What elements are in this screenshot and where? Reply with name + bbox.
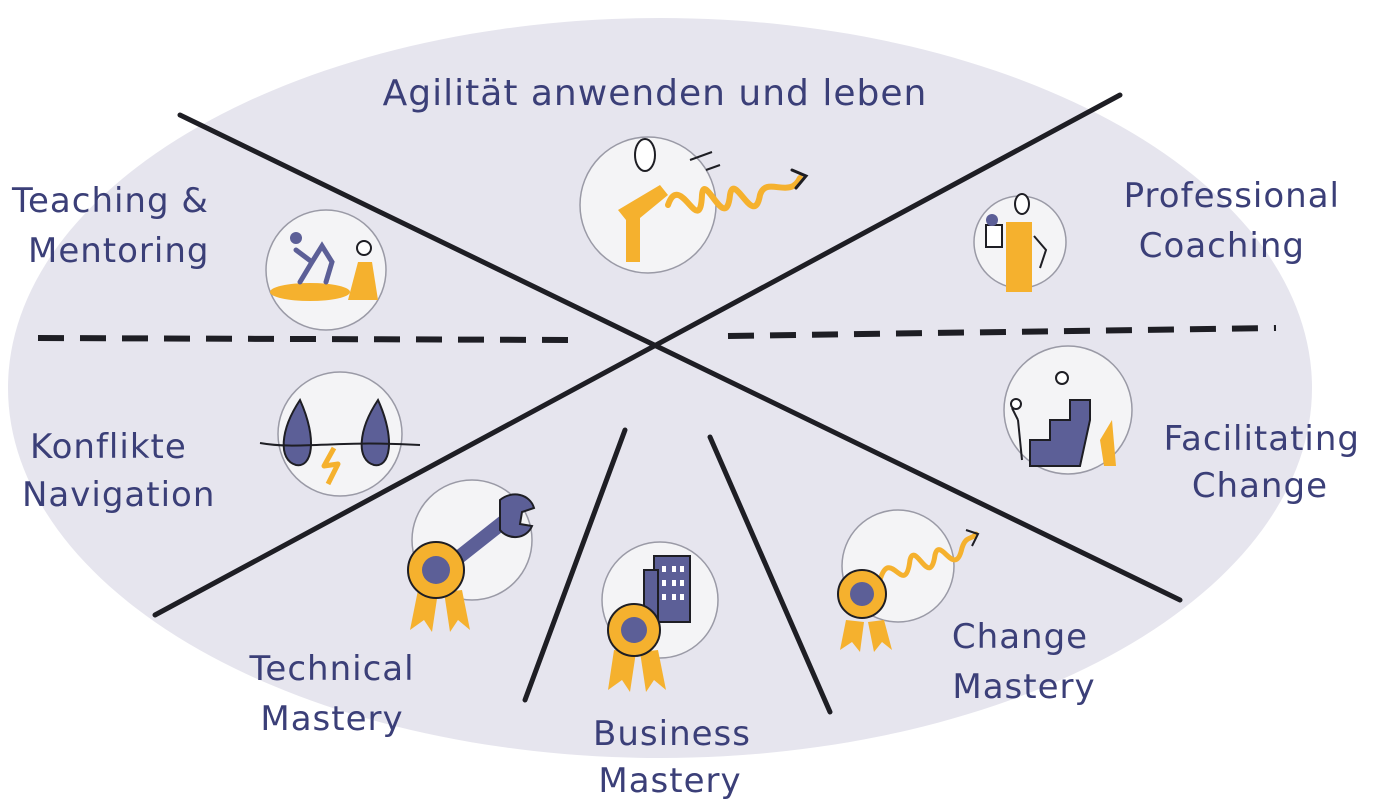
agile-person-spiral-icon (579, 136, 809, 274)
label-konflikte-line2: Navigation (22, 475, 215, 515)
label-teaching-line2: Mentoring (28, 231, 210, 271)
coach-clipboard-icon (973, 193, 1067, 292)
label-professional-line2: Coaching (1139, 226, 1305, 266)
divider-line-center-left (522, 427, 628, 703)
label-technical-line1: Technical (248, 649, 414, 689)
label-teaching-line1: Teaching & (11, 181, 209, 221)
divider-line-upper-right (152, 92, 1123, 618)
label-business-line2: Mastery (598, 761, 741, 801)
divider-line-upper-left (177, 112, 1183, 603)
label-facilitating-line2: Change (1192, 466, 1328, 506)
conflict-drops-icon (259, 371, 421, 497)
label-konflikte-line1: Konflikte (30, 427, 187, 467)
label-technical-line2: Mastery (260, 699, 403, 739)
label-facilitating-line1: Facilitating (1164, 419, 1360, 459)
background-ellipse (8, 18, 1312, 758)
dashed-line-right (727, 325, 1277, 339)
label-change-line2: Mastery (952, 667, 1095, 707)
divider-line-center-right (707, 434, 833, 715)
teacher-student-icon (265, 209, 387, 331)
dashed-line-left (37, 335, 569, 343)
label-business-line1: Business (593, 714, 751, 754)
label-change-line1: Change (952, 617, 1088, 657)
building-award-icon (601, 541, 719, 692)
dashed-lines (37, 325, 1277, 343)
label-professional-line1: Professional (1124, 176, 1340, 216)
wrench-award-icon (407, 479, 536, 632)
stairs-climbing-icon (1003, 345, 1133, 475)
diagram-title: Agilität anwenden und leben (383, 73, 928, 114)
divider-lines (152, 92, 1183, 715)
spiral-award-icon (837, 509, 980, 652)
